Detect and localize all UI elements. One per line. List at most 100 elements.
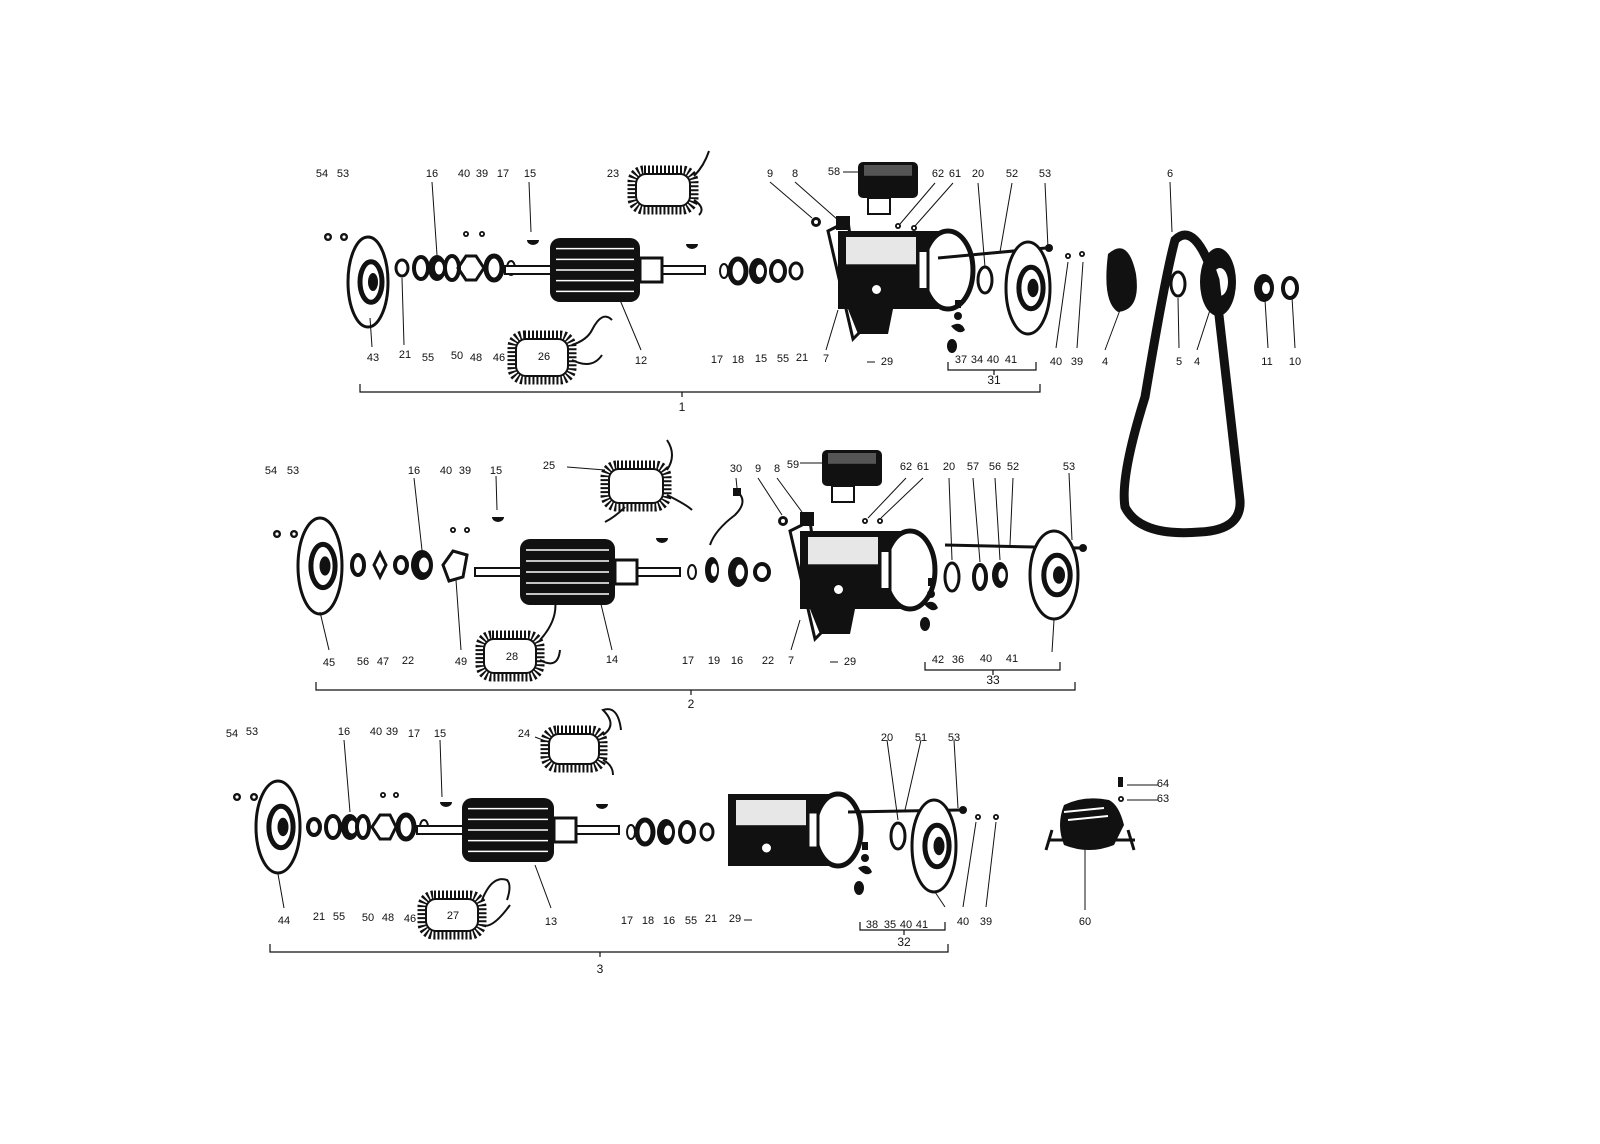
end-plate-hub: [277, 817, 289, 837]
leader-line: [619, 299, 642, 351]
part-number-label: 56: [357, 656, 369, 668]
part-number-label: 60: [1079, 916, 1091, 928]
brush-washer: [954, 312, 962, 320]
washer: [350, 553, 366, 577]
washer: [972, 563, 988, 591]
leader-line: [972, 477, 981, 563]
part-number-label: 29: [844, 656, 856, 668]
part-number-label: 55: [422, 352, 434, 364]
leader-line: [528, 181, 532, 233]
regulator-bracket: [867, 197, 891, 215]
end-plate-hub: [368, 273, 378, 291]
part-number-label: 59: [787, 459, 799, 471]
nut-hole: [1080, 252, 1084, 256]
leader-line: [880, 477, 924, 519]
screw-hole: [833, 584, 844, 595]
part-number-label: 27: [447, 910, 459, 922]
part-number-label: 24: [518, 728, 530, 740]
coil-lead: [604, 439, 693, 523]
nut-hole: [326, 235, 330, 239]
group-bracket: [859, 922, 946, 935]
field-coil: [600, 460, 672, 512]
end-plate-boss: [1041, 552, 1073, 598]
part-number-label: 45: [323, 657, 335, 669]
part-number-label: 28: [506, 651, 518, 663]
leader-line: [1009, 477, 1014, 546]
leader-line: [319, 611, 330, 651]
leader-line: [867, 477, 907, 519]
leader-line: [401, 277, 405, 346]
leader-line: [999, 182, 1013, 253]
leader-line: [985, 821, 997, 908]
regulator-60-mounting: [1044, 829, 1136, 851]
field-coil-inner: [635, 173, 691, 207]
part-number-label: 54: [226, 728, 238, 740]
part-number-label: 63: [1157, 793, 1169, 805]
part-number-label: 49: [455, 656, 467, 668]
screw-64: [1118, 777, 1123, 787]
leader-line: [1291, 296, 1296, 349]
field-coil: [475, 630, 545, 682]
subassembly-number-label: 31: [987, 373, 1001, 387]
washer: [394, 258, 410, 278]
woodruff-key: [492, 517, 504, 522]
part-number-label: 61: [949, 168, 961, 180]
part-number-label: 20: [881, 732, 893, 744]
coil-lead: [601, 708, 622, 776]
commutator: [638, 256, 664, 284]
nut-hole: [381, 793, 385, 797]
part-number-label: 4: [1102, 356, 1108, 368]
bearing-bore: [710, 563, 718, 577]
part-number-label: 4: [1194, 356, 1200, 368]
through-bolt-nut: [1045, 244, 1053, 252]
housing-highlight: [736, 800, 806, 826]
leader-line: [455, 579, 462, 651]
nut-hole: [814, 220, 818, 224]
part-number-label: 53: [287, 465, 299, 477]
part-number-label: 40: [900, 919, 912, 931]
part-number-label: 40: [1050, 356, 1062, 368]
part-number-label: 51: [915, 732, 927, 744]
through-bolt-nut: [959, 806, 967, 814]
part-number-label: 6: [1167, 168, 1173, 180]
coil-lead: [571, 315, 613, 365]
part-number-label: 8: [792, 168, 798, 180]
woodruff-key: [527, 240, 539, 245]
plate-49: [441, 549, 469, 583]
nut-hole: [464, 232, 468, 236]
coil-lead: [481, 878, 511, 927]
part-number-label: 58: [828, 166, 840, 178]
leader-line: [962, 821, 977, 908]
part-number-label: 38: [866, 919, 878, 931]
leader-line: [566, 466, 606, 471]
washer: [306, 817, 322, 837]
end-plate-boss: [266, 803, 296, 851]
leader-line: [899, 182, 936, 225]
part-number-label: 18: [642, 915, 654, 927]
part-number-label: 16: [408, 465, 420, 477]
part-number-label: 39: [459, 465, 471, 477]
nut-hole: [252, 795, 256, 799]
leader-line: [953, 739, 959, 809]
field-coil: [627, 165, 699, 215]
leader-line: [534, 864, 552, 909]
field-coil-inner: [515, 338, 569, 377]
part-number-label: 37: [955, 354, 967, 366]
spacer-bore: [1262, 282, 1270, 294]
part-number-label: 57: [967, 461, 979, 473]
part-number-label: 20: [943, 461, 955, 473]
brush: [920, 617, 930, 631]
woodruff-key: [686, 244, 698, 249]
field-coil: [417, 890, 487, 940]
bearing-bore: [434, 261, 444, 275]
leader-line: [934, 891, 946, 908]
part-number-label: 16: [426, 168, 438, 180]
part-number-label: 29: [881, 356, 893, 368]
part-number-label: 15: [490, 465, 502, 477]
pole-shoe: [878, 549, 892, 591]
end-plate-hub: [1053, 566, 1065, 584]
pulley-half-4: [1106, 248, 1137, 312]
part-number-label: 12: [635, 355, 647, 367]
part-number-label: 48: [382, 912, 394, 924]
coil-lead: [539, 599, 561, 665]
